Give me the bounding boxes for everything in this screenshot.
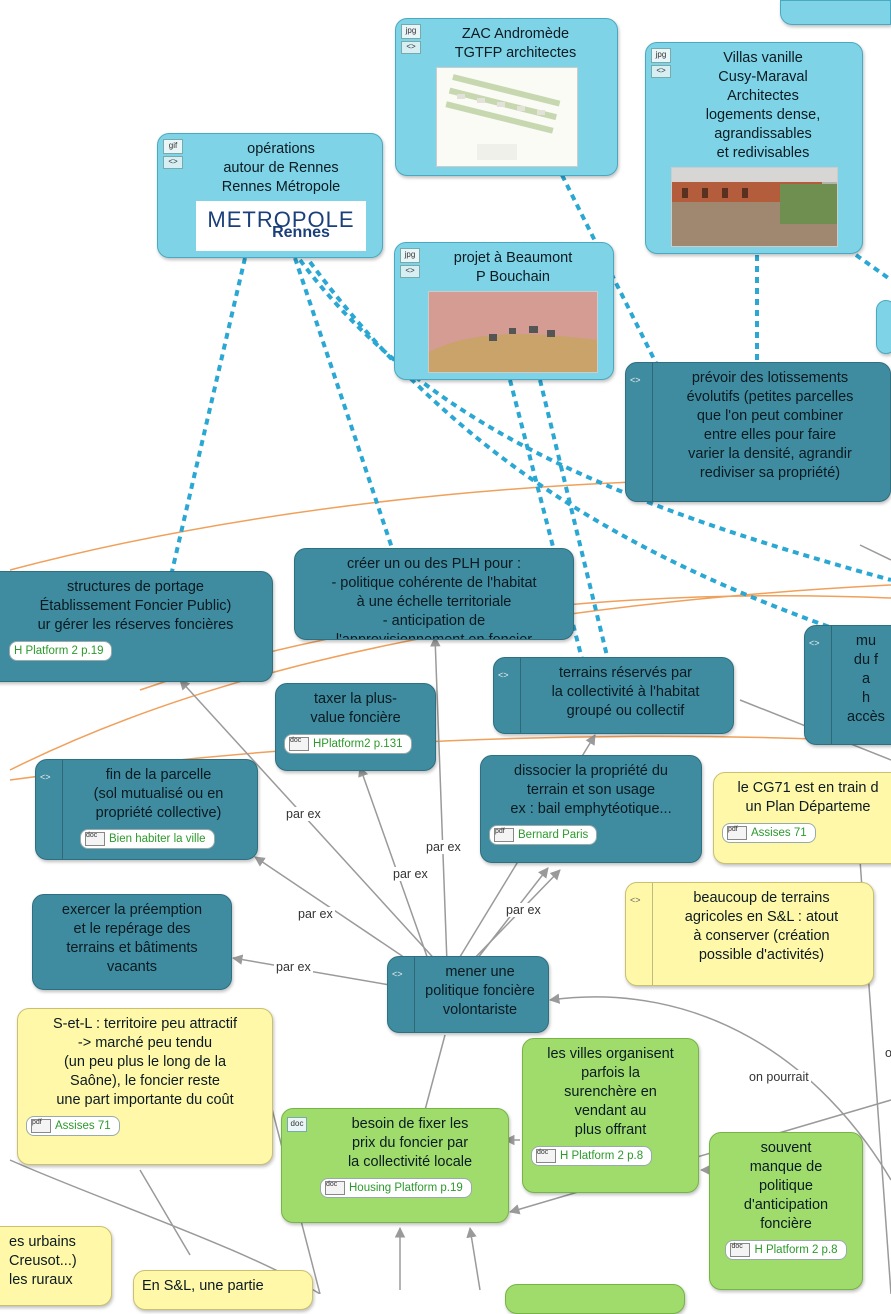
node-text: mener une politique foncière volontarist…: [425, 964, 535, 1018]
node-text: dissocier la propriété du terrain et son…: [510, 763, 672, 817]
edge-label: par ex: [504, 903, 543, 917]
node-text: créer un ou des PLH pour : - politique c…: [331, 556, 537, 640]
node-text: mu du f a h accès: [847, 633, 885, 725]
node-prevoir-lotissements[interactable]: <> prévoir des lotissements évolutifs (p…: [625, 362, 891, 502]
node-mener-politique[interactable]: <> mener une politique foncière volontar…: [387, 956, 549, 1033]
node-top-right-partial[interactable]: [780, 0, 891, 25]
model-photo: [428, 291, 598, 373]
node-handle[interactable]: <>: [388, 957, 415, 1032]
node-s-et-l-territoire[interactable]: S-et-L : territoire peu attractif -> mar…: [17, 1008, 273, 1165]
node-text: exercer la préemption et le repérage des…: [61, 902, 203, 975]
edge-label: par ex: [284, 807, 323, 821]
edge-label: par ex: [424, 840, 463, 854]
node-operations-rennes[interactable]: gif <> opérations autour de Rennes Renne…: [157, 133, 383, 258]
node-text: structures de portage Établissement Fonc…: [37, 579, 234, 633]
node-handle[interactable]: <>: [36, 760, 63, 859]
expand-icon[interactable]: <>: [400, 265, 420, 278]
doc-badge-icon: doc: [287, 1117, 307, 1132]
node-text: taxer la plus- value foncière: [310, 691, 401, 726]
expand-icon[interactable]: <>: [163, 156, 183, 169]
node-text: prévoir des lotissements évolutifs (peti…: [686, 370, 854, 481]
node-text: En S&L, une partie: [142, 1278, 264, 1294]
node-beaucoup-terrains[interactable]: <> beaucoup de terrains agricoles en S&L…: [625, 882, 874, 986]
node-text: opérations autour de Rennes Rennes Métro…: [221, 141, 341, 195]
node-green-bottom-partial[interactable]: [505, 1284, 685, 1314]
jpg-badge-icon: jpg: [651, 48, 671, 63]
node-text: besoin de fixer les prix du foncier par …: [347, 1116, 473, 1170]
expand-icon[interactable]: <>: [809, 638, 820, 648]
node-text: S-et-L : territoire peu attractif -> mar…: [52, 1016, 237, 1108]
node-mutualiser-partial[interactable]: <> mu du f a h accès: [804, 625, 891, 745]
node-text: projet à Beaumont P Bouchain: [453, 250, 573, 285]
site-plan-image: [435, 67, 578, 167]
node-text: beaucoup de terrains agricoles en S&L : …: [684, 890, 839, 963]
node-handle[interactable]: <>: [494, 658, 521, 733]
expand-icon[interactable]: <>: [40, 772, 51, 782]
expand-icon[interactable]: <>: [401, 41, 421, 54]
node-text: le CG71 est en train d un Plan Départeme: [737, 780, 879, 815]
edge-label: par ex: [274, 960, 313, 974]
node-text: terrains réservés par la collectivité à …: [551, 665, 700, 719]
node-handle[interactable]: <>: [626, 363, 653, 501]
expand-icon[interactable]: <>: [630, 895, 641, 905]
node-structures-portage[interactable]: structures de portage Établissement Fonc…: [0, 571, 273, 682]
reference-link[interactable]: H Platform 2 p.19: [9, 641, 113, 661]
edge-label: par ex: [391, 867, 430, 881]
node-urbains-partial[interactable]: es urbains Creusot...) les ruraux: [0, 1226, 112, 1306]
node-handle[interactable]: <>: [805, 626, 832, 744]
node-text: es urbains Creusot...) les ruraux: [9, 1234, 77, 1288]
node-terrains-reserves[interactable]: <> terrains réservés par la collectivité…: [493, 657, 734, 734]
node-right-partial[interactable]: [876, 300, 891, 354]
node-en-sl-partial[interactable]: En S&L, une partie: [133, 1270, 313, 1310]
node-villes-surenchere[interactable]: les villes organisent parfois la surench…: [522, 1038, 699, 1193]
node-creer-plh[interactable]: créer un ou des PLH pour : - politique c…: [294, 548, 574, 640]
jpg-badge-icon: jpg: [400, 248, 420, 263]
node-text: souvent manque de politique d'anticipati…: [743, 1140, 829, 1232]
node-text: fin de la parcelle (sol mutualisé ou en …: [93, 767, 224, 821]
node-zac-andromede[interactable]: jpg <> ZAC Andromède TGTFP architectes: [395, 18, 618, 176]
node-cg71[interactable]: le CG71 est en train d un Plan Départeme…: [713, 772, 891, 864]
villas-photo: [670, 167, 838, 247]
metropole-logo: METROPOLE Rennes: [196, 201, 366, 251]
jpg-badge-icon: jpg: [401, 24, 421, 39]
node-text: les villes organisent parfois la surench…: [547, 1046, 674, 1138]
gif-badge-icon: gif: [163, 139, 183, 154]
node-text: Villas vanille Cusy-Maraval Architectes …: [705, 50, 821, 161]
node-text: ZAC Andromède TGTFP architectes: [454, 26, 577, 61]
edge-label: on pourrait: [747, 1070, 811, 1084]
edge-label: o: [883, 1046, 891, 1060]
expand-icon[interactable]: <>: [392, 969, 403, 979]
dashed-links: [168, 174, 891, 691]
node-projet-beaumont[interactable]: jpg <> projet à Beaumont P Bouchain: [394, 242, 614, 380]
expand-icon[interactable]: <>: [630, 375, 641, 385]
node-fin-parcelle[interactable]: <> fin de la parcelle (sol mutualisé ou …: [35, 759, 258, 860]
node-exercer-preemption[interactable]: exercer la préemption et le repérage des…: [32, 894, 232, 990]
node-villas-vanille[interactable]: jpg <> Villas vanille Cusy-Maraval Archi…: [645, 42, 863, 254]
node-besoin-fixer-prix[interactable]: doc besoin de fixer les prix du foncier …: [281, 1108, 509, 1223]
node-dissocier-propriete[interactable]: dissocier la propriété du terrain et son…: [480, 755, 702, 863]
expand-icon[interactable]: <>: [498, 670, 509, 680]
edge-label: par ex: [296, 907, 335, 921]
node-souvent-manque[interactable]: souvent manque de politique d'anticipati…: [709, 1132, 863, 1290]
node-handle[interactable]: <>: [626, 883, 653, 985]
expand-icon[interactable]: <>: [651, 65, 671, 78]
